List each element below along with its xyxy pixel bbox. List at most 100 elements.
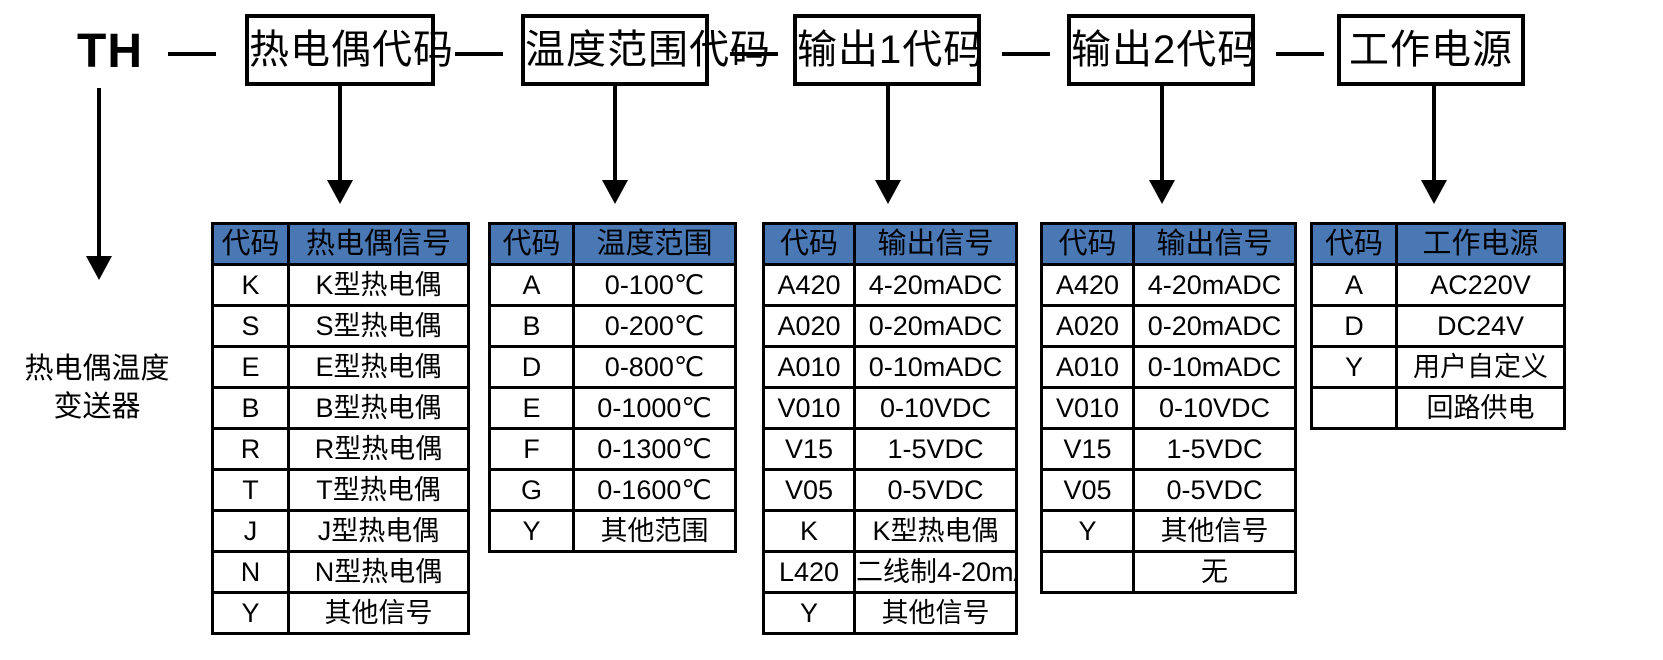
column-header-description: 输出信号 xyxy=(1132,222,1297,266)
table-row: 无 xyxy=(1040,550,1297,594)
connector-line-temperature xyxy=(613,86,617,180)
connector-line-output2 xyxy=(1160,86,1164,180)
arrow-icon-output1 xyxy=(875,180,901,204)
cell-description: AC220V xyxy=(1395,263,1566,307)
cell-description: J型热电偶 xyxy=(287,509,470,553)
cell-description: 1-5VDC xyxy=(853,427,1018,471)
model-code-row: TH 热电偶代码 温度范围代码 输出1代码 输出2代码 工作电源 xyxy=(0,14,1663,96)
connector-line-thermocouple xyxy=(338,86,342,180)
cell-description: 0-10VDC xyxy=(1132,386,1297,430)
cell-code: D xyxy=(1310,304,1398,348)
model-prefix: TH xyxy=(77,25,143,78)
cell-description: 0-1300℃ xyxy=(572,427,737,471)
cell-code: V05 xyxy=(1040,468,1135,512)
cell-description: 0-1600℃ xyxy=(572,468,737,512)
cell-code: S xyxy=(211,304,290,348)
cell-description: S型热电偶 xyxy=(287,304,470,348)
cell-description: 0-10mADC xyxy=(1132,345,1297,389)
segment-box-output1-code: 输出1代码 xyxy=(793,14,983,86)
cell-code: Y xyxy=(1040,509,1135,553)
dash-separator-3 xyxy=(730,52,778,56)
cell-code: V05 xyxy=(762,468,856,512)
cell-description: T型热电偶 xyxy=(287,468,470,512)
table-row: 回路供电 xyxy=(1310,386,1566,430)
cell-code: V15 xyxy=(1040,427,1135,471)
column-header-code: 代码 xyxy=(1040,222,1135,266)
cell-description: 0-200℃ xyxy=(572,304,737,348)
dash-separator-1 xyxy=(168,52,216,56)
cell-code: G xyxy=(488,468,575,512)
cell-code: F xyxy=(488,427,575,471)
cell-code: V010 xyxy=(1040,386,1135,430)
cell-description: 用户自定义 xyxy=(1395,345,1566,389)
cell-description: 0-5VDC xyxy=(1132,468,1297,512)
cell-code: J xyxy=(211,509,290,553)
cell-description: 0-20mADC xyxy=(1132,304,1297,348)
segment-box-output2-code: 输出2代码 xyxy=(1067,14,1257,86)
cell-description: R型热电偶 xyxy=(287,427,470,471)
cell-code: E xyxy=(488,386,575,430)
cell-code: B xyxy=(488,304,575,348)
cell-description: 4-20mADC xyxy=(1132,263,1297,307)
dash-separator-4 xyxy=(1002,52,1050,56)
table-header-row: 代码温度范围 xyxy=(488,222,737,266)
cell-description: B型热电偶 xyxy=(287,386,470,430)
cell-description: 0-10VDC xyxy=(853,386,1018,430)
cell-description: 1-5VDC xyxy=(1132,427,1297,471)
cell-code: V010 xyxy=(762,386,856,430)
cell-description: 无 xyxy=(1132,550,1297,594)
cell-description: DC24V xyxy=(1395,304,1566,348)
cell-code: Y xyxy=(1310,345,1398,389)
table-header-row: 代码输出信号 xyxy=(1040,222,1297,266)
cell-description: 0-800℃ xyxy=(572,345,737,389)
cell-code: A010 xyxy=(762,345,856,389)
arrow-icon-power xyxy=(1421,180,1447,204)
cell-code: V15 xyxy=(762,427,856,471)
segment-box-temperature-range-code: 温度范围代码 xyxy=(521,14,770,86)
segment-box-thermocouple-code: 热电偶代码 xyxy=(245,14,453,86)
cell-code: A420 xyxy=(1040,263,1135,307)
table-header-row: 代码热电偶信号 xyxy=(211,222,470,266)
cell-code: Y xyxy=(211,591,290,635)
cell-description: E型热电偶 xyxy=(287,345,470,389)
cell-code: D xyxy=(488,345,575,389)
cell-code: R xyxy=(211,427,290,471)
column-header-description: 热电偶信号 xyxy=(287,222,470,266)
cell-description: N型热电偶 xyxy=(287,550,470,594)
product-caption: 热电偶温度 变送器 xyxy=(2,350,192,426)
product-caption-line2: 变送器 xyxy=(53,391,141,423)
table-header-row: 代码输出信号 xyxy=(762,222,1018,266)
cell-code: A420 xyxy=(762,263,856,307)
cell-code: A020 xyxy=(762,304,856,348)
column-header-description: 工作电源 xyxy=(1395,222,1566,266)
connector-line-output1 xyxy=(886,86,890,180)
cell-code xyxy=(1040,550,1135,594)
column-header-description: 温度范围 xyxy=(572,222,737,266)
